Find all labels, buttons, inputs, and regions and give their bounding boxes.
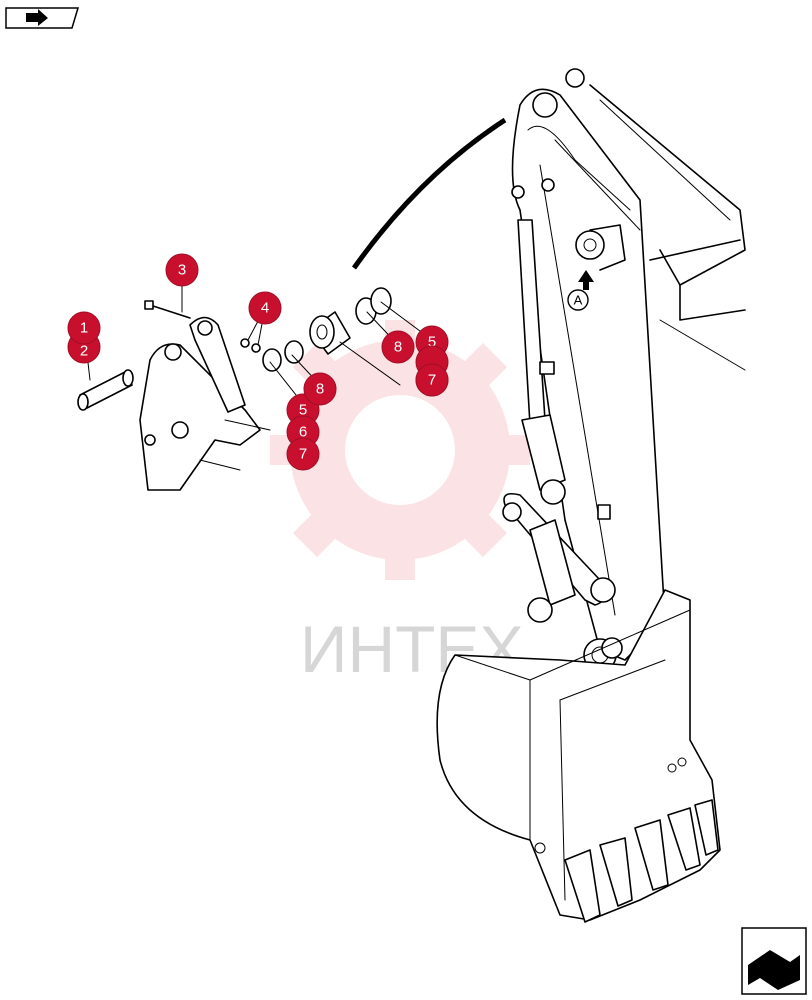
up-arrow-icon bbox=[578, 270, 594, 290]
svg-text:8: 8 bbox=[394, 339, 402, 356]
svg-text:5: 5 bbox=[428, 334, 436, 351]
arrow-right-icon bbox=[748, 950, 800, 990]
view-label-a: A bbox=[567, 289, 589, 311]
callout-1[interactable]: 1 bbox=[67, 311, 101, 345]
arm-assembly bbox=[502, 68, 746, 672]
bolt-part bbox=[144, 300, 191, 319]
arrow-left-icon bbox=[26, 9, 48, 26]
svg-text:1: 1 bbox=[80, 320, 88, 337]
svg-text:8: 8 bbox=[316, 381, 324, 398]
svg-text:6: 6 bbox=[299, 424, 307, 441]
pin-part bbox=[77, 369, 134, 411]
svg-text:A: A bbox=[574, 293, 583, 308]
callout-4[interactable]: 4 bbox=[248, 291, 282, 325]
nut-part bbox=[240, 338, 261, 353]
nav-prev-button[interactable] bbox=[5, 7, 80, 29]
svg-text:7: 7 bbox=[428, 372, 436, 389]
callout-3[interactable]: 3 bbox=[165, 253, 199, 287]
leader-curve bbox=[351, 117, 507, 270]
svg-text:7: 7 bbox=[299, 446, 307, 463]
svg-text:3: 3 bbox=[178, 262, 186, 279]
svg-text:5: 5 bbox=[299, 402, 307, 419]
callout-7[interactable]: 7 bbox=[415, 363, 449, 397]
svg-text:4: 4 bbox=[261, 300, 269, 317]
svg-text:2: 2 bbox=[80, 343, 88, 360]
bucket bbox=[436, 589, 721, 923]
callout-8[interactable]: 8 bbox=[381, 330, 415, 364]
arm-end-bracket bbox=[139, 316, 271, 491]
shim-washers bbox=[262, 287, 392, 372]
callout-7[interactable]: 7 bbox=[286, 437, 320, 471]
bushing-part bbox=[309, 311, 351, 355]
nav-next-button[interactable] bbox=[741, 927, 807, 995]
callout-8[interactable]: 8 bbox=[303, 372, 337, 406]
